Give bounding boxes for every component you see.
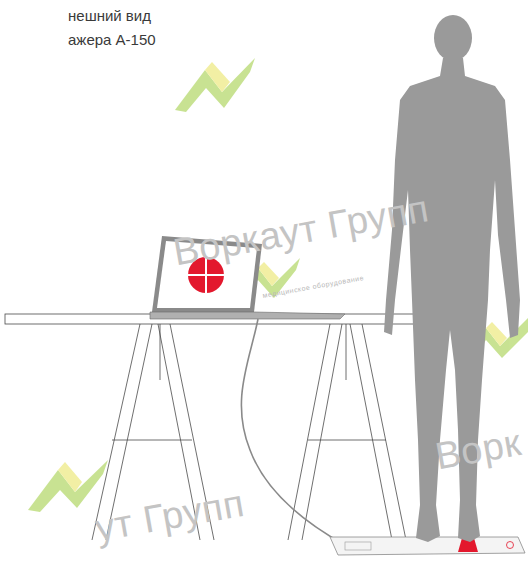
watermark-text: медицинское оборудование — [262, 274, 364, 299]
watermark-text: Ворк — [432, 421, 524, 478]
figure-title: нешний вид ажера А-150 — [68, 4, 178, 52]
usb-cable — [241, 319, 345, 545]
watermark-text: Воркаут Групп — [170, 187, 432, 274]
watermark-text: ут Групп — [92, 482, 247, 550]
